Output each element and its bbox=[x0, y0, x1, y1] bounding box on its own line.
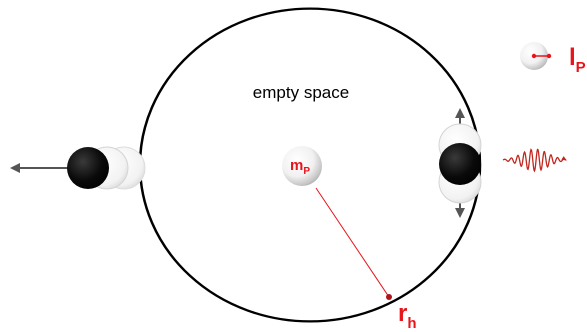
radius-line bbox=[315, 187, 390, 298]
oscillating-particle-icon bbox=[438, 108, 482, 218]
planck-length-label: lP bbox=[569, 44, 586, 76]
radiation-wave-icon bbox=[502, 148, 567, 173]
radius-label: rh bbox=[398, 300, 417, 332]
radius-endpoint bbox=[386, 294, 392, 300]
empty-space-label: empty space bbox=[253, 83, 349, 102]
planck-length-sphere-icon bbox=[520, 42, 552, 70]
central-mass-sphere-icon: mP bbox=[282, 146, 322, 186]
central-mass-label: mP bbox=[290, 157, 310, 177]
escaping-particle-icon bbox=[10, 146, 146, 190]
